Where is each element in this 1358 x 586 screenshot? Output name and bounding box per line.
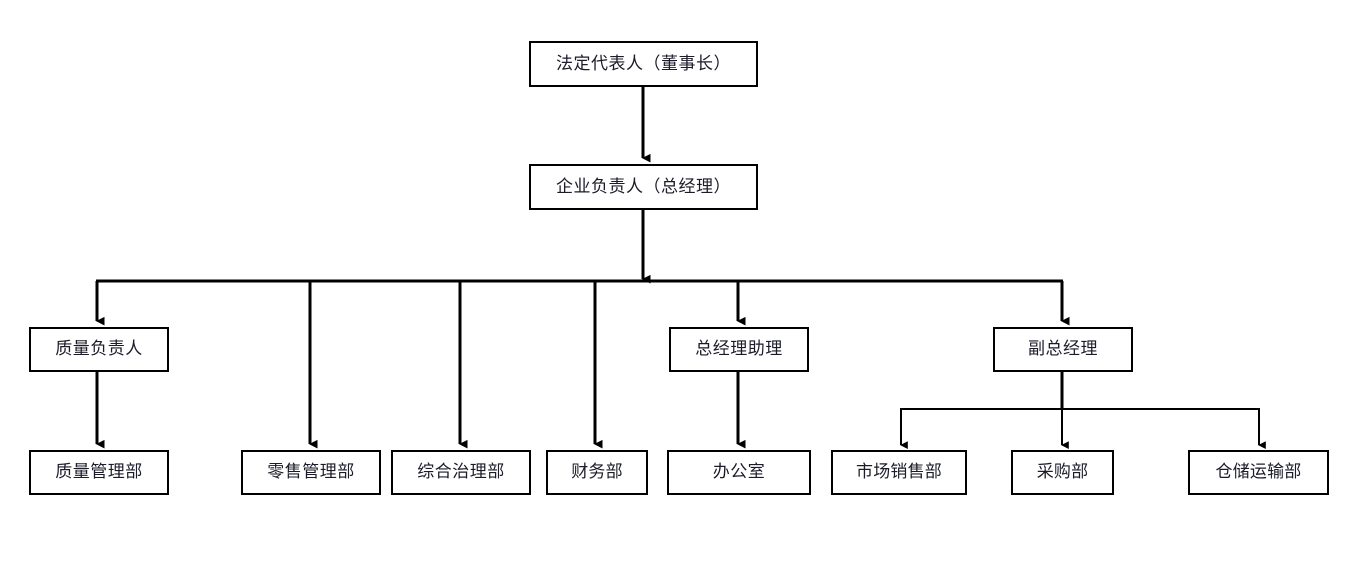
- node-legal-representative[interactable]: 法定代表人（董事长）: [529, 41, 758, 87]
- node-label-quality-officer: 质量负责人: [55, 339, 143, 359]
- node-retail-management-dept[interactable]: 零售管理部: [241, 450, 381, 495]
- node-label-procurement-dept: 采购部: [1036, 462, 1089, 482]
- node-gm-assistant[interactable]: 总经理助理: [669, 327, 809, 372]
- node-label-gm-assistant: 总经理助理: [695, 339, 783, 359]
- node-warehouse-transport-dept[interactable]: 仓储运输部: [1188, 450, 1329, 495]
- node-label-warehouse-transport-dept: 仓储运输部: [1215, 462, 1302, 482]
- node-comprehensive-governance-dept[interactable]: 综合治理部: [391, 450, 531, 495]
- node-procurement-dept[interactable]: 采购部: [1011, 450, 1114, 495]
- node-label-quality-management-dept: 质量管理部: [55, 462, 143, 482]
- node-finance-dept[interactable]: 财务部: [546, 450, 648, 495]
- node-marketing-sales-dept[interactable]: 市场销售部: [831, 450, 967, 495]
- node-enterprise-head[interactable]: 企业负责人（总经理）: [529, 164, 758, 210]
- node-label-marketing-sales-dept: 市场销售部: [856, 462, 942, 482]
- node-deputy-gm[interactable]: 副总经理: [993, 327, 1133, 372]
- node-label-deputy-gm: 副总经理: [1028, 339, 1098, 359]
- node-label-legal-representative: 法定代表人（董事长）: [556, 53, 731, 73]
- node-label-office: 办公室: [712, 462, 766, 482]
- node-quality-management-dept[interactable]: 质量管理部: [29, 450, 169, 495]
- node-label-enterprise-head: 企业负责人（总经理）: [556, 176, 731, 196]
- node-label-retail-management-dept: 零售管理部: [267, 462, 355, 482]
- node-label-comprehensive-governance-dept: 综合治理部: [417, 462, 505, 482]
- node-quality-officer[interactable]: 质量负责人: [29, 327, 169, 372]
- node-office[interactable]: 办公室: [667, 450, 811, 495]
- node-label-finance-dept: 财务部: [571, 462, 623, 482]
